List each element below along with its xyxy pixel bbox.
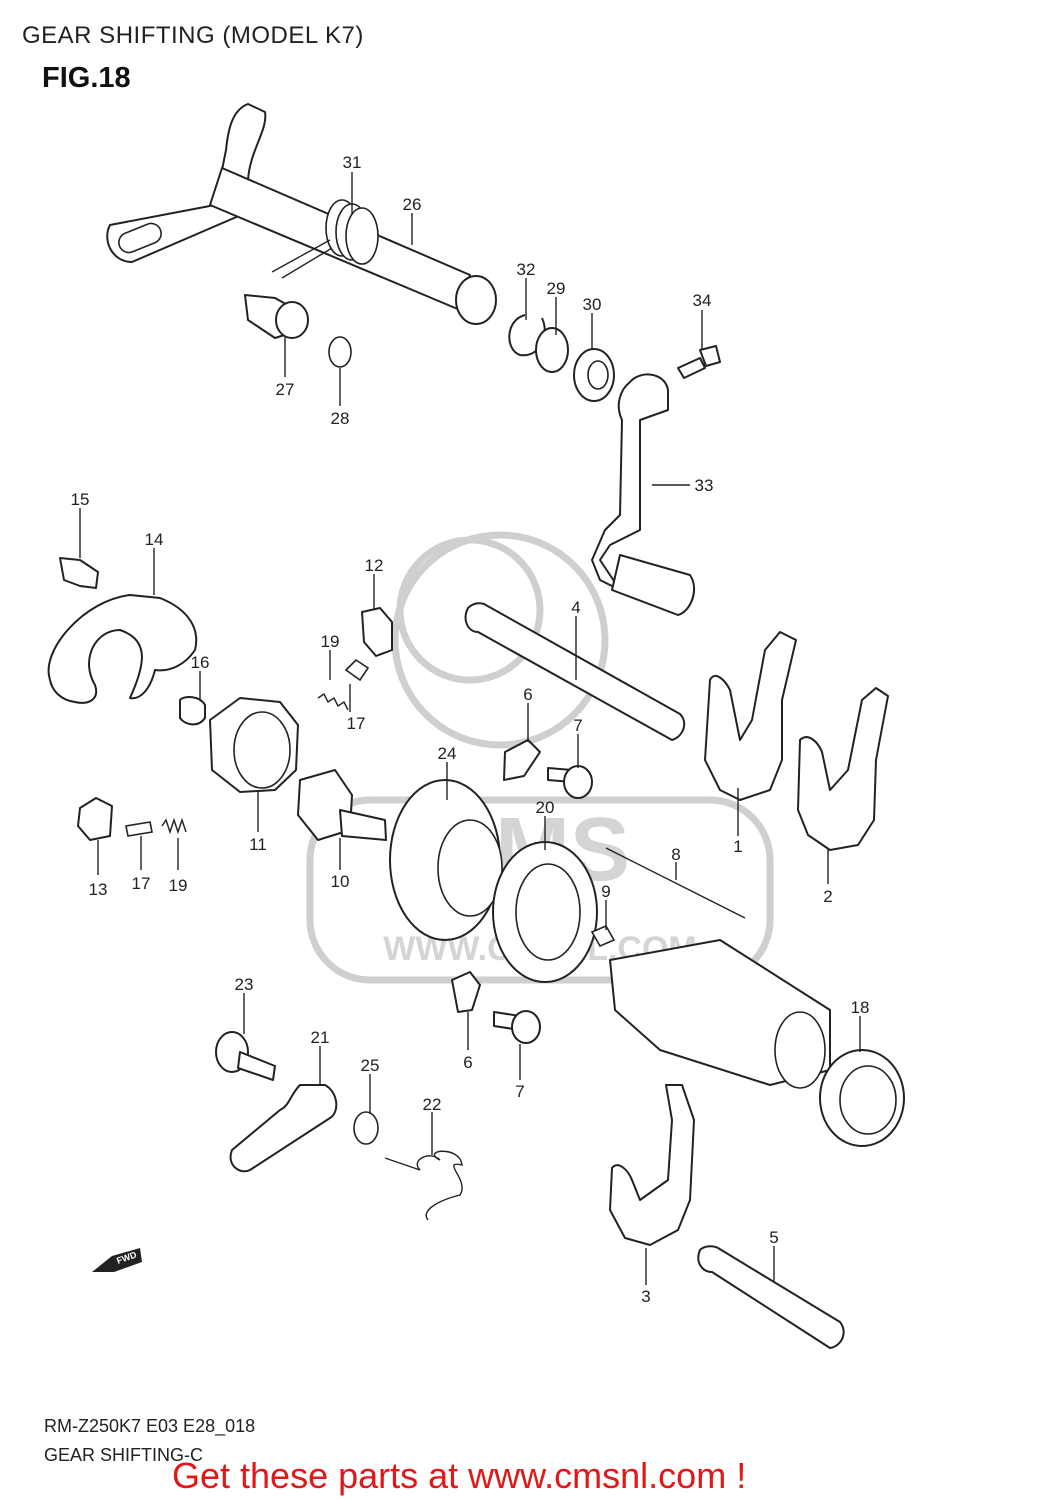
- callout-24: 24: [438, 744, 457, 763]
- stopper-plate-24: [389, 779, 503, 941]
- callout-23: 23: [235, 975, 254, 994]
- callout-26: 26: [403, 195, 422, 214]
- callout-32: 32: [517, 260, 536, 279]
- plate-6a: [503, 739, 541, 781]
- bearing-18: [819, 1049, 905, 1147]
- gearshift-lever: [591, 373, 696, 616]
- callout-18: 18: [851, 998, 870, 1017]
- callout-6a: 6: [523, 685, 532, 704]
- callout-7b: 7: [515, 1082, 524, 1101]
- callout-19a: 19: [321, 632, 340, 651]
- callout-19b: 19: [169, 876, 188, 895]
- screw-15: [59, 557, 99, 589]
- screw-7a: [547, 765, 593, 799]
- fork-shaft-4: [464, 602, 686, 741]
- bolt-10: [297, 769, 387, 841]
- callout-13: 13: [89, 880, 108, 899]
- callout-5: 5: [769, 1228, 778, 1247]
- callout-2: 2: [823, 887, 832, 906]
- spring-22: [384, 1150, 463, 1221]
- callout-4: 4: [571, 598, 580, 617]
- shift-cam-11: [209, 697, 299, 793]
- callout-17b: 17: [132, 874, 151, 893]
- callout-34: 34: [693, 291, 712, 310]
- figure-label: FIG.18: [42, 62, 131, 94]
- page-title: GEAR SHIFTING (MODEL K7): [22, 22, 364, 49]
- callout-11: 11: [249, 835, 267, 854]
- fork-shaft-5: [697, 1245, 845, 1349]
- callout-25: 25: [361, 1056, 380, 1075]
- callout-30: 30: [583, 295, 602, 314]
- callout-1: 1: [733, 837, 742, 856]
- bushing-16: [179, 696, 206, 726]
- shift-fork-2: [797, 687, 889, 851]
- stopper-bolt: [244, 294, 309, 339]
- callout-6b: 6: [463, 1053, 472, 1072]
- callout-27: 27: [276, 380, 295, 399]
- washer-25: [353, 1111, 379, 1145]
- callout-16: 16: [191, 653, 210, 672]
- forward-direction-arrow: FWD: [92, 1248, 142, 1272]
- gearshift-arm-21: [229, 1084, 338, 1173]
- bearing-retainer-14: [47, 594, 198, 704]
- callout-28: 28: [331, 409, 350, 428]
- callout-17a: 17: [347, 714, 366, 733]
- pawl-13: [77, 797, 113, 841]
- callout-9: 9: [601, 882, 610, 901]
- callout-10: 10: [331, 872, 350, 891]
- callout-15: 15: [71, 490, 90, 509]
- callout-33: 33: [695, 476, 714, 495]
- screw-7b: [493, 1010, 541, 1044]
- shaft-spring: [271, 199, 379, 279]
- washer-28: [328, 336, 352, 368]
- callout-22: 22: [423, 1095, 442, 1114]
- callout-29: 29: [547, 279, 566, 298]
- bearing-20: [492, 841, 598, 983]
- callout-21: 21: [311, 1028, 330, 1047]
- pawl-12: [361, 607, 393, 657]
- pin-17b: [125, 821, 153, 837]
- shift-fork-1: [704, 631, 797, 801]
- pin-9: [590, 924, 616, 948]
- callout-20: 20: [536, 798, 555, 817]
- washer-29: [535, 327, 569, 373]
- diagram-name: GEAR SHIFTING-C: [44, 1445, 204, 1465]
- pin-17a: [344, 658, 370, 682]
- plate-6b: [451, 971, 481, 1013]
- gearshift-shaft-assembly: [106, 103, 497, 325]
- diagram-code: RM-Z250K7 E03 E28_018: [44, 1416, 256, 1436]
- bolt-34: [677, 345, 721, 379]
- callout-14: 14: [145, 530, 164, 549]
- callout-numbers: 1 2 3 4 5 6 6 7 7 8 9 10 11 12 13 14 15 …: [71, 153, 870, 1306]
- callout-8: 8: [671, 845, 680, 864]
- shift-fork-3: [609, 1084, 695, 1246]
- callout-7a: 7: [573, 716, 582, 735]
- callout-3: 3: [641, 1287, 650, 1306]
- callout-31: 31: [343, 153, 362, 172]
- bolt-23: [215, 1031, 276, 1081]
- spring-19b: [161, 817, 187, 835]
- leader-lines: [79, 172, 861, 1285]
- callout-12: 12: [365, 556, 384, 575]
- spring-19a: [317, 692, 349, 711]
- promo-link[interactable]: Get these parts at www.cmsnl.com !: [172, 1455, 747, 1496]
